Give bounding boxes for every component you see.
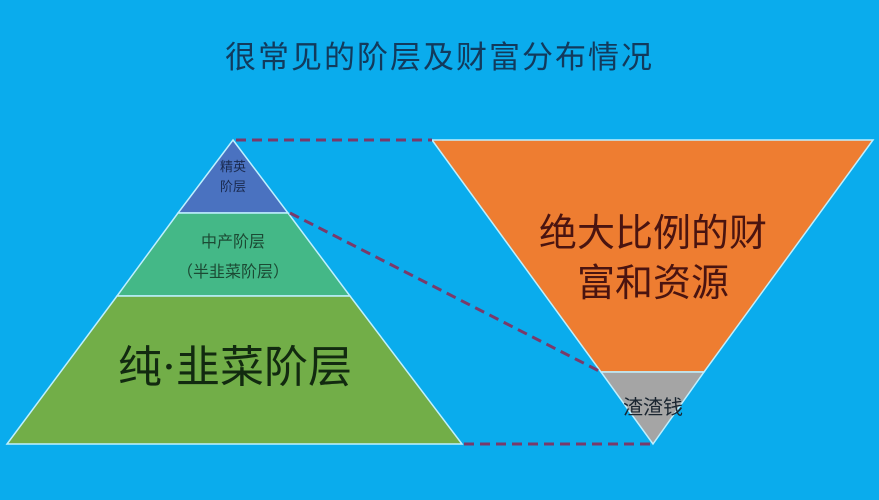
middle-label-line2: （半韭菜阶层） xyxy=(176,262,289,281)
wealth-top-line1: 绝大比例的财 xyxy=(538,211,767,255)
wealth-top-label: 绝大比例的财 富和资源 xyxy=(503,208,803,308)
diagram-title: 很常见的阶层及财富分布情况 xyxy=(225,40,654,76)
wealth-top-line2: 富和资源 xyxy=(576,261,729,305)
elite-label-line1: 精英 xyxy=(219,160,246,175)
elite-label: 精英 阶层 xyxy=(193,158,273,198)
elite-label-line2: 阶层 xyxy=(219,180,246,195)
middle-label-line1: 中产阶层 xyxy=(200,232,265,251)
wealth-bottom-label: 渣渣钱 xyxy=(623,395,683,419)
dashed-connector-middle xyxy=(289,211,602,374)
bottom-label: 纯·韭菜阶层 xyxy=(118,342,352,393)
middle-label: 中产阶层 （半韭菜阶层） xyxy=(133,227,333,287)
wealth-bottom-section xyxy=(599,371,706,446)
pyramid-bottom-tier xyxy=(5,295,464,445)
